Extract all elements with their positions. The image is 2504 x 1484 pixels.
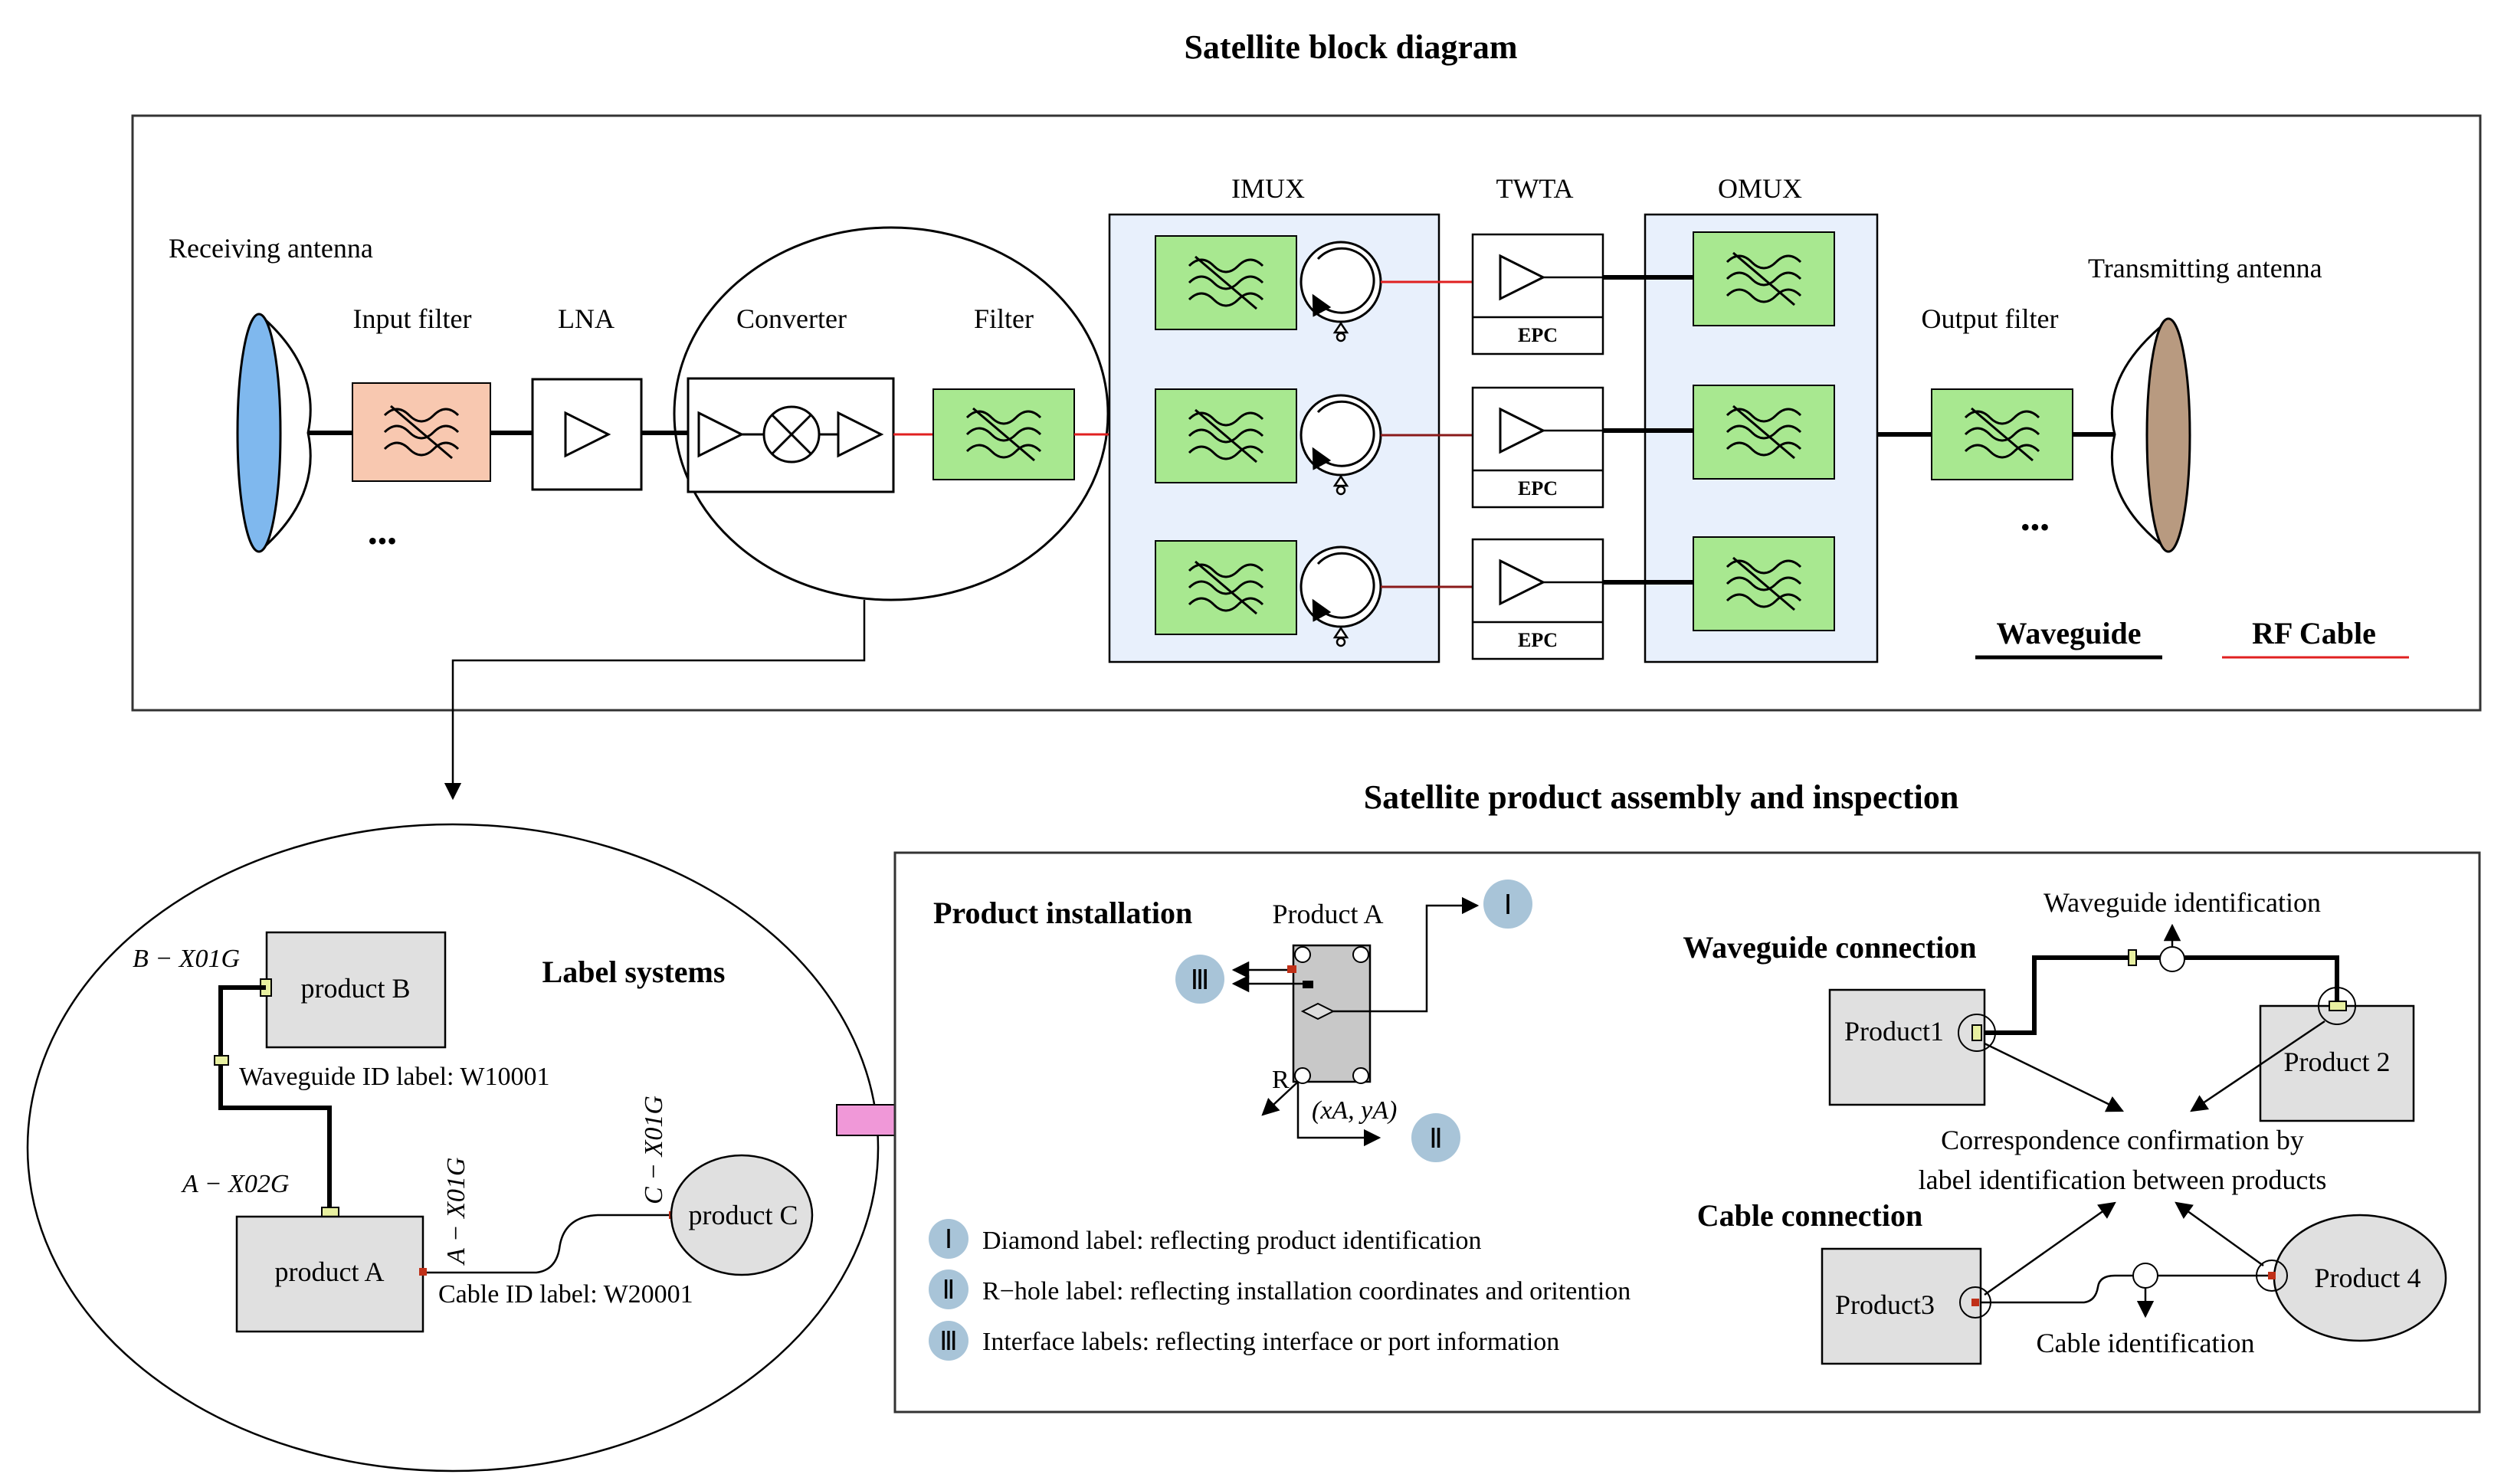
cable-3-4 <box>1981 1274 2268 1304</box>
legend-2-numeral: Ⅱ <box>942 1276 955 1305</box>
waveguide-1-2 <box>1985 955 2339 1035</box>
receiving-antenna-label: Receiving antenna <box>169 233 373 264</box>
input-filter-label: Input filter <box>353 303 472 334</box>
legend-3-numeral: Ⅲ <box>939 1328 957 1356</box>
lna-label: LNA <box>558 303 615 334</box>
label-systems-title: Label systems <box>542 955 726 989</box>
imux-label: IMUX <box>1231 173 1305 204</box>
waveguide-identification-label: Waveguide identification <box>2044 887 2321 918</box>
product-a-box <box>235 1215 424 1333</box>
legend-2-badge <box>929 1269 968 1309</box>
legend-1-badge <box>929 1219 968 1259</box>
legend-3-badge <box>929 1321 968 1361</box>
numeral-3-text: Ⅲ <box>1191 965 1210 995</box>
waveguide-b-a <box>218 985 332 1209</box>
product2-label: Product 2 <box>2284 1047 2391 1077</box>
legend-waveguide-label: Waveguide <box>1997 616 2142 650</box>
epc-label: EPC <box>1518 629 1558 651</box>
bottom-title: Satellite product assembly and inspectio… <box>1364 778 1959 816</box>
numeral-1-badge <box>1483 880 1532 929</box>
r-hole-label: R <box>1272 1066 1290 1094</box>
numeral-2-badge <box>1411 1113 1460 1162</box>
legend-rf-label: RF Cable <box>2252 616 2376 650</box>
filter-label: Filter <box>974 303 1034 334</box>
product-c-ellipse <box>670 1154 814 1276</box>
legend-1-numeral: Ⅰ <box>945 1226 952 1254</box>
b-x01g-label: B − X01G <box>133 945 240 973</box>
transmitting-antenna-icon <box>2110 317 2191 553</box>
coordinate-label: (xA, yA) <box>1312 1096 1397 1125</box>
legend-1-text: Diamond label: reflecting product identi… <box>982 1227 1481 1255</box>
twta-label: TWTA <box>1496 173 1573 204</box>
product1-box <box>1828 988 1986 1106</box>
input-ellipsis: ••• <box>368 526 397 556</box>
correspondence-line-2: label identification between products <box>1919 1165 2327 1195</box>
waveguide-id-label: Waveguide ID label: W10001 <box>239 1063 549 1091</box>
legend-2-text: R−hole label: reflecting installation co… <box>982 1277 1631 1305</box>
converter-to-label-connector <box>444 600 866 801</box>
receiving-antenna-icon <box>236 313 312 553</box>
a-x01g-label: A − X01G <box>442 1158 470 1266</box>
mixer-icon <box>762 405 821 464</box>
cable-a-c <box>423 1214 674 1274</box>
inspection-panel-frame <box>893 851 2481 1414</box>
numeral-3-badge <box>1175 955 1224 1004</box>
cable-identification-label: Cable identification <box>2037 1328 2255 1358</box>
product-c-label: product C <box>689 1200 798 1230</box>
omux-label: OMUX <box>1718 173 1802 204</box>
converter-group-ellipse <box>673 226 1109 601</box>
product1-label: Product1 <box>1844 1016 1944 1047</box>
product4-label: Product 4 <box>2315 1263 2421 1293</box>
product-a-label: product A <box>275 1256 385 1287</box>
product-b-label: product B <box>301 973 411 1004</box>
label-systems-ellipse <box>26 823 880 1473</box>
product-b-box <box>265 931 447 1049</box>
transmitting-antenna-label: Transmitting antenna <box>2088 253 2322 283</box>
numeral-1-text: Ⅰ <box>1504 889 1513 920</box>
cable-connection-heading: Cable connection <box>1697 1198 1922 1233</box>
channel-row-2: EPC <box>1155 385 1835 509</box>
product-installation-heading: Product installation <box>933 896 1192 930</box>
cable-id-label: Cable ID label: W20001 <box>438 1280 693 1309</box>
c-x01g-label: C − X01G <box>640 1096 668 1204</box>
product3-box <box>1821 1247 1982 1365</box>
output-ellipsis: ••• <box>2021 512 2050 542</box>
waveguide-connection-heading: Waveguide connection <box>1683 930 1976 965</box>
legend-3-text: Interface labels: reflecting interface o… <box>982 1328 1559 1356</box>
product3-label: Product3 <box>1835 1289 1935 1320</box>
channel-row-1: EPC <box>1155 231 1835 355</box>
output-filter-label: Output filter <box>1922 303 2059 334</box>
installation-product-a-label: Product A <box>1272 899 1383 929</box>
correspondence-line-1: Correspondence confirmation by <box>1941 1125 2304 1155</box>
product-a-plate <box>1287 944 1372 1084</box>
channel-row-3: EPC <box>1155 536 1835 660</box>
epc-label: EPC <box>1518 324 1558 346</box>
converter-label: Converter <box>736 303 847 334</box>
a-x02g-label: A − X02G <box>181 1170 289 1198</box>
epc-label: EPC <box>1518 477 1558 500</box>
top-title: Satellite block diagram <box>1184 28 1517 66</box>
numeral-2-text: Ⅱ <box>1429 1123 1443 1154</box>
